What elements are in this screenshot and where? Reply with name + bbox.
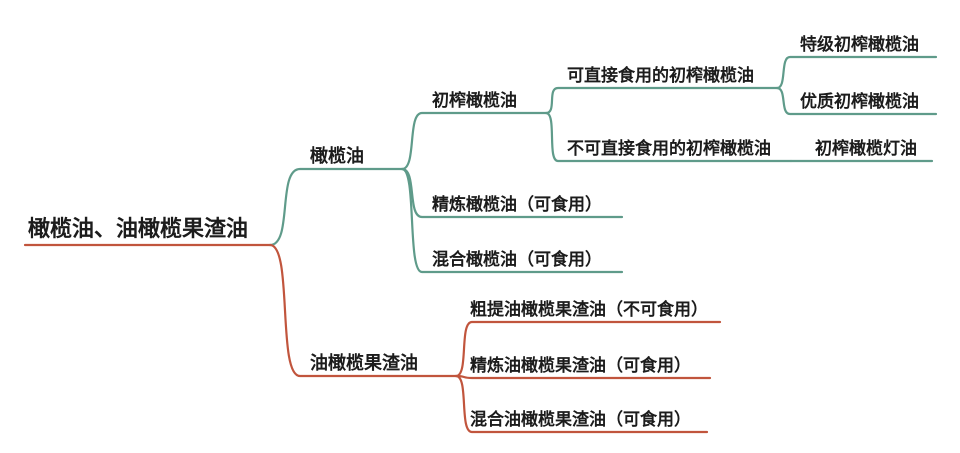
edge-virgin-inedible (544, 111, 793, 163)
edge-olive-oil-virgin (400, 111, 548, 171)
edge-pomace-blended (454, 374, 709, 434)
node-olive-oil: 橄榄油 (310, 146, 364, 166)
edge-root-pomace (268, 243, 458, 378)
node-lampante-virgin: 初榨橄榄灯油 (815, 139, 917, 158)
edge-virgin-edible (544, 86, 779, 115)
node-extra-virgin: 特级初榨橄榄油 (800, 35, 919, 54)
edge-pomace-crude (454, 320, 722, 378)
edge-edible-extra-virgin (775, 55, 938, 90)
node-fine-virgin: 优质初榨橄榄油 (800, 92, 919, 111)
node-root: 橄榄油、油橄榄果渣油 (28, 216, 249, 241)
node-blended-pomace: 混合油橄榄果渣油（可食用） (470, 410, 691, 429)
node-pomace-oil: 油橄榄果渣油 (310, 353, 418, 373)
node-crude-pomace: 粗提油橄榄果渣油（不可食用） (470, 300, 708, 319)
edge-olive-oil-blended (400, 167, 624, 274)
node-inedible-virgin: 不可直接食用的初榨橄榄油 (567, 139, 771, 158)
node-refined-olive-oil: 精炼橄榄油（可食用） (432, 195, 602, 214)
node-virgin-olive-oil: 初榨橄榄油 (432, 91, 517, 110)
edge-edible-fine-virgin (775, 86, 938, 116)
node-blended-olive-oil: 混合橄榄油（可食用） (432, 250, 602, 269)
node-edible-virgin: 可直接食用的初榨橄榄油 (567, 66, 754, 85)
node-refined-pomace: 精炼油橄榄果渣油（可食用） (470, 356, 691, 375)
edge-root-olive-oil (268, 167, 404, 247)
